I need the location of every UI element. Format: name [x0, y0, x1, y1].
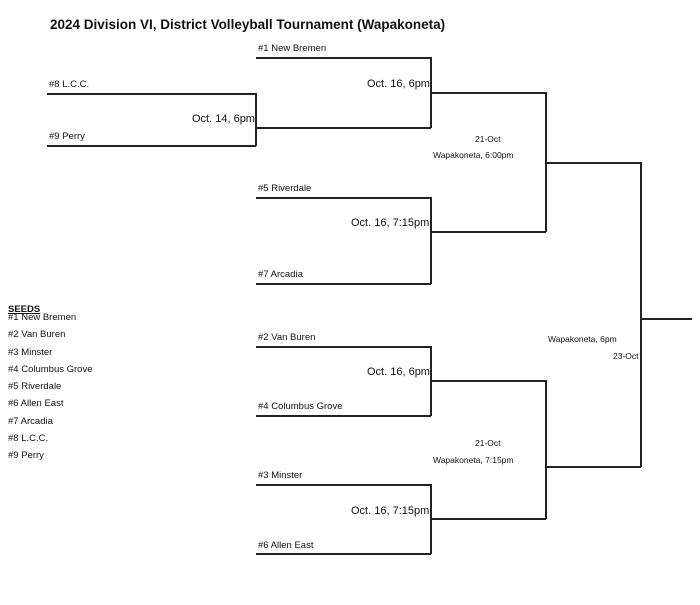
bracket-line — [256, 283, 431, 285]
seed-item: #2 Van Buren — [8, 329, 66, 341]
bracket-line — [256, 346, 431, 348]
team-new-bremen: #1 New Bremen — [258, 43, 327, 54]
game-time: Oct. 16, 6pm — [367, 366, 430, 378]
final-venue: Wapakoneta, 6pm — [548, 334, 617, 344]
bracket-line — [430, 518, 546, 520]
game-time: Oct. 16, 6pm — [367, 78, 430, 90]
seed-item: #3 Minster — [8, 346, 53, 358]
team-van-buren: #2 Van Buren — [258, 332, 316, 343]
semifinal-date: 21-Oct — [475, 134, 501, 144]
game-time: Oct. 14, 6pm — [192, 113, 255, 125]
team-allen-east: #6 Allen East — [258, 540, 314, 551]
team-columbus-grove: #4 Columbus Grove — [258, 401, 343, 412]
team-perry: #9 Perry — [49, 131, 85, 142]
game-time: Oct. 16, 7:15pm — [351, 505, 430, 517]
team-minster: #3 Minster — [258, 470, 303, 481]
bracket-line — [430, 231, 546, 233]
seeds-list: SEEDS #1 New Bremen #2 Van Buren #3 Mins… — [8, 304, 92, 462]
seeds-heading: SEEDS — [8, 304, 41, 315]
page-title: 2024 Division VI, District Volleyball To… — [50, 17, 446, 32]
bracket-line — [256, 415, 431, 417]
bracket-line — [640, 162, 642, 467]
bracket-line — [255, 127, 431, 129]
team-lcc: #8 L.C.C. — [49, 79, 90, 90]
semifinal-date: 21-Oct — [475, 438, 501, 448]
semifinal-venue: Wapakoneta, 6:00pm — [433, 150, 514, 160]
champion-line — [640, 318, 692, 320]
bracket-line — [545, 162, 641, 164]
seed-item: #7 Arcadia — [8, 415, 53, 427]
bracket-line — [430, 380, 546, 382]
bracket-line — [430, 92, 546, 94]
bracket-line — [255, 93, 257, 146]
seed-item: #8 L.C.C. — [8, 433, 49, 445]
seed-item: #1 New Bremen — [8, 312, 77, 323]
bracket-line — [47, 145, 256, 147]
bracket-line — [256, 197, 431, 199]
seed-item: #5 Riverdale — [8, 381, 62, 393]
team-riverdale: #5 Riverdale — [258, 183, 312, 194]
final-date: 23-Oct — [613, 351, 639, 361]
bracket-line — [256, 484, 431, 486]
bracket-line — [430, 197, 432, 284]
bracket-line — [545, 466, 641, 468]
team-arcadia: #7 Arcadia — [258, 269, 303, 280]
bracket-line — [47, 93, 256, 95]
bracket-line — [545, 380, 547, 519]
semifinal-venue: Wapakoneta, 7:15pm — [433, 455, 514, 465]
seed-item: #9 Perry — [8, 450, 44, 462]
seed-item: #6 Allen East — [8, 398, 64, 410]
bracket-line — [256, 57, 431, 59]
seed-item: #4 Columbus Grove — [8, 363, 93, 375]
bracket-line — [256, 553, 431, 555]
game-time: Oct. 16, 7:15pm — [351, 217, 430, 229]
